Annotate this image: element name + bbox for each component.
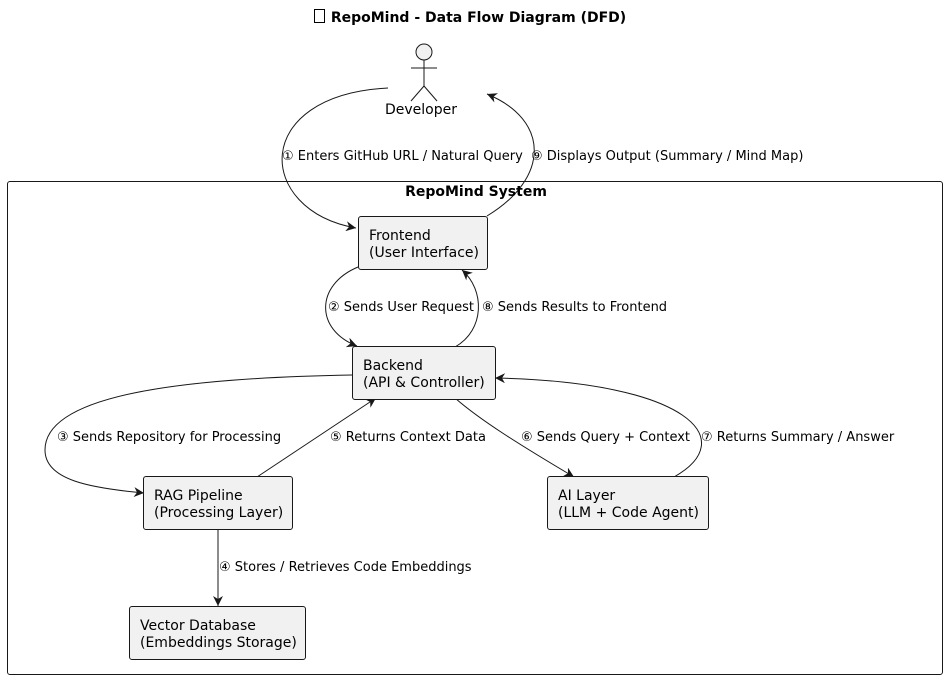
ai-layer-title: AI Layer bbox=[558, 488, 616, 504]
edge-2-label: ② Sends User Request bbox=[328, 300, 475, 315]
edge-7-line bbox=[494, 373, 702, 478]
backend-subtitle: (API & Controller) bbox=[363, 375, 485, 391]
vector-database-title: Vector Database bbox=[140, 618, 256, 634]
frontend-subtitle: (User Interface) bbox=[369, 245, 479, 261]
rag-pipeline-node: RAG Pipeline (Processing Layer) bbox=[143, 476, 293, 530]
edge-6-label: ⑥ Sends Query + Context bbox=[521, 430, 691, 445]
diagram-title-text: RepoMind - Data Flow Diagram (DFD) bbox=[330, 10, 627, 26]
edge-8-label: ⑧ Sends Results to Frontend bbox=[482, 300, 668, 315]
edge-5-line bbox=[256, 397, 377, 478]
vector-database-subtitle: (Embeddings Storage) bbox=[140, 635, 297, 651]
backend-node: Backend (API & Controller) bbox=[352, 346, 496, 400]
edge-9-label: ⑨ Displays Output (Summary / Mind Map) bbox=[531, 149, 804, 164]
edge-3-label: ③ Sends Repository for Processing bbox=[57, 430, 282, 445]
ai-layer-node: AI Layer (LLM + Code Agent) bbox=[547, 476, 709, 530]
edge-1-label: ① Enters GitHub URL / Natural Query bbox=[282, 149, 523, 164]
system-label: RepoMind System bbox=[405, 184, 547, 200]
actor-left-leg bbox=[410, 85, 425, 102]
rag-pipeline-subtitle: (Processing Layer) bbox=[154, 505, 284, 521]
title-icon bbox=[313, 9, 325, 23]
vector-database-node: Vector Database (Embeddings Storage) bbox=[129, 606, 306, 660]
edge-6-line bbox=[454, 397, 575, 478]
diagram-title: RepoMind - Data Flow Diagram (DFD) bbox=[0, 9, 940, 26]
edge-1-line bbox=[281, 87, 389, 232]
ai-layer-subtitle: (LLM + Code Agent) bbox=[558, 505, 699, 521]
edge-9-line bbox=[486, 93, 535, 217]
rag-pipeline-title: RAG Pipeline bbox=[154, 488, 243, 504]
frontend-node: Frontend (User Interface) bbox=[358, 216, 488, 270]
edge-7-label: ⑦ Returns Summary / Answer bbox=[701, 430, 895, 445]
frontend-title: Frontend bbox=[369, 228, 431, 244]
actor-head bbox=[415, 43, 433, 61]
edge-2-line bbox=[325, 266, 359, 348]
edge-8-line bbox=[454, 269, 479, 348]
system-boundary bbox=[7, 181, 943, 675]
backend-title: Backend bbox=[363, 358, 423, 374]
actor-right-leg bbox=[423, 85, 438, 102]
actor-label: Developer bbox=[385, 102, 458, 118]
developer-actor bbox=[410, 43, 438, 102]
edge-4-label: ④ Stores / Retrieves Code Embeddings bbox=[219, 560, 472, 575]
edge-5-label: ⑤ Returns Context Data bbox=[330, 430, 486, 445]
edge-3-line bbox=[44, 374, 353, 498]
